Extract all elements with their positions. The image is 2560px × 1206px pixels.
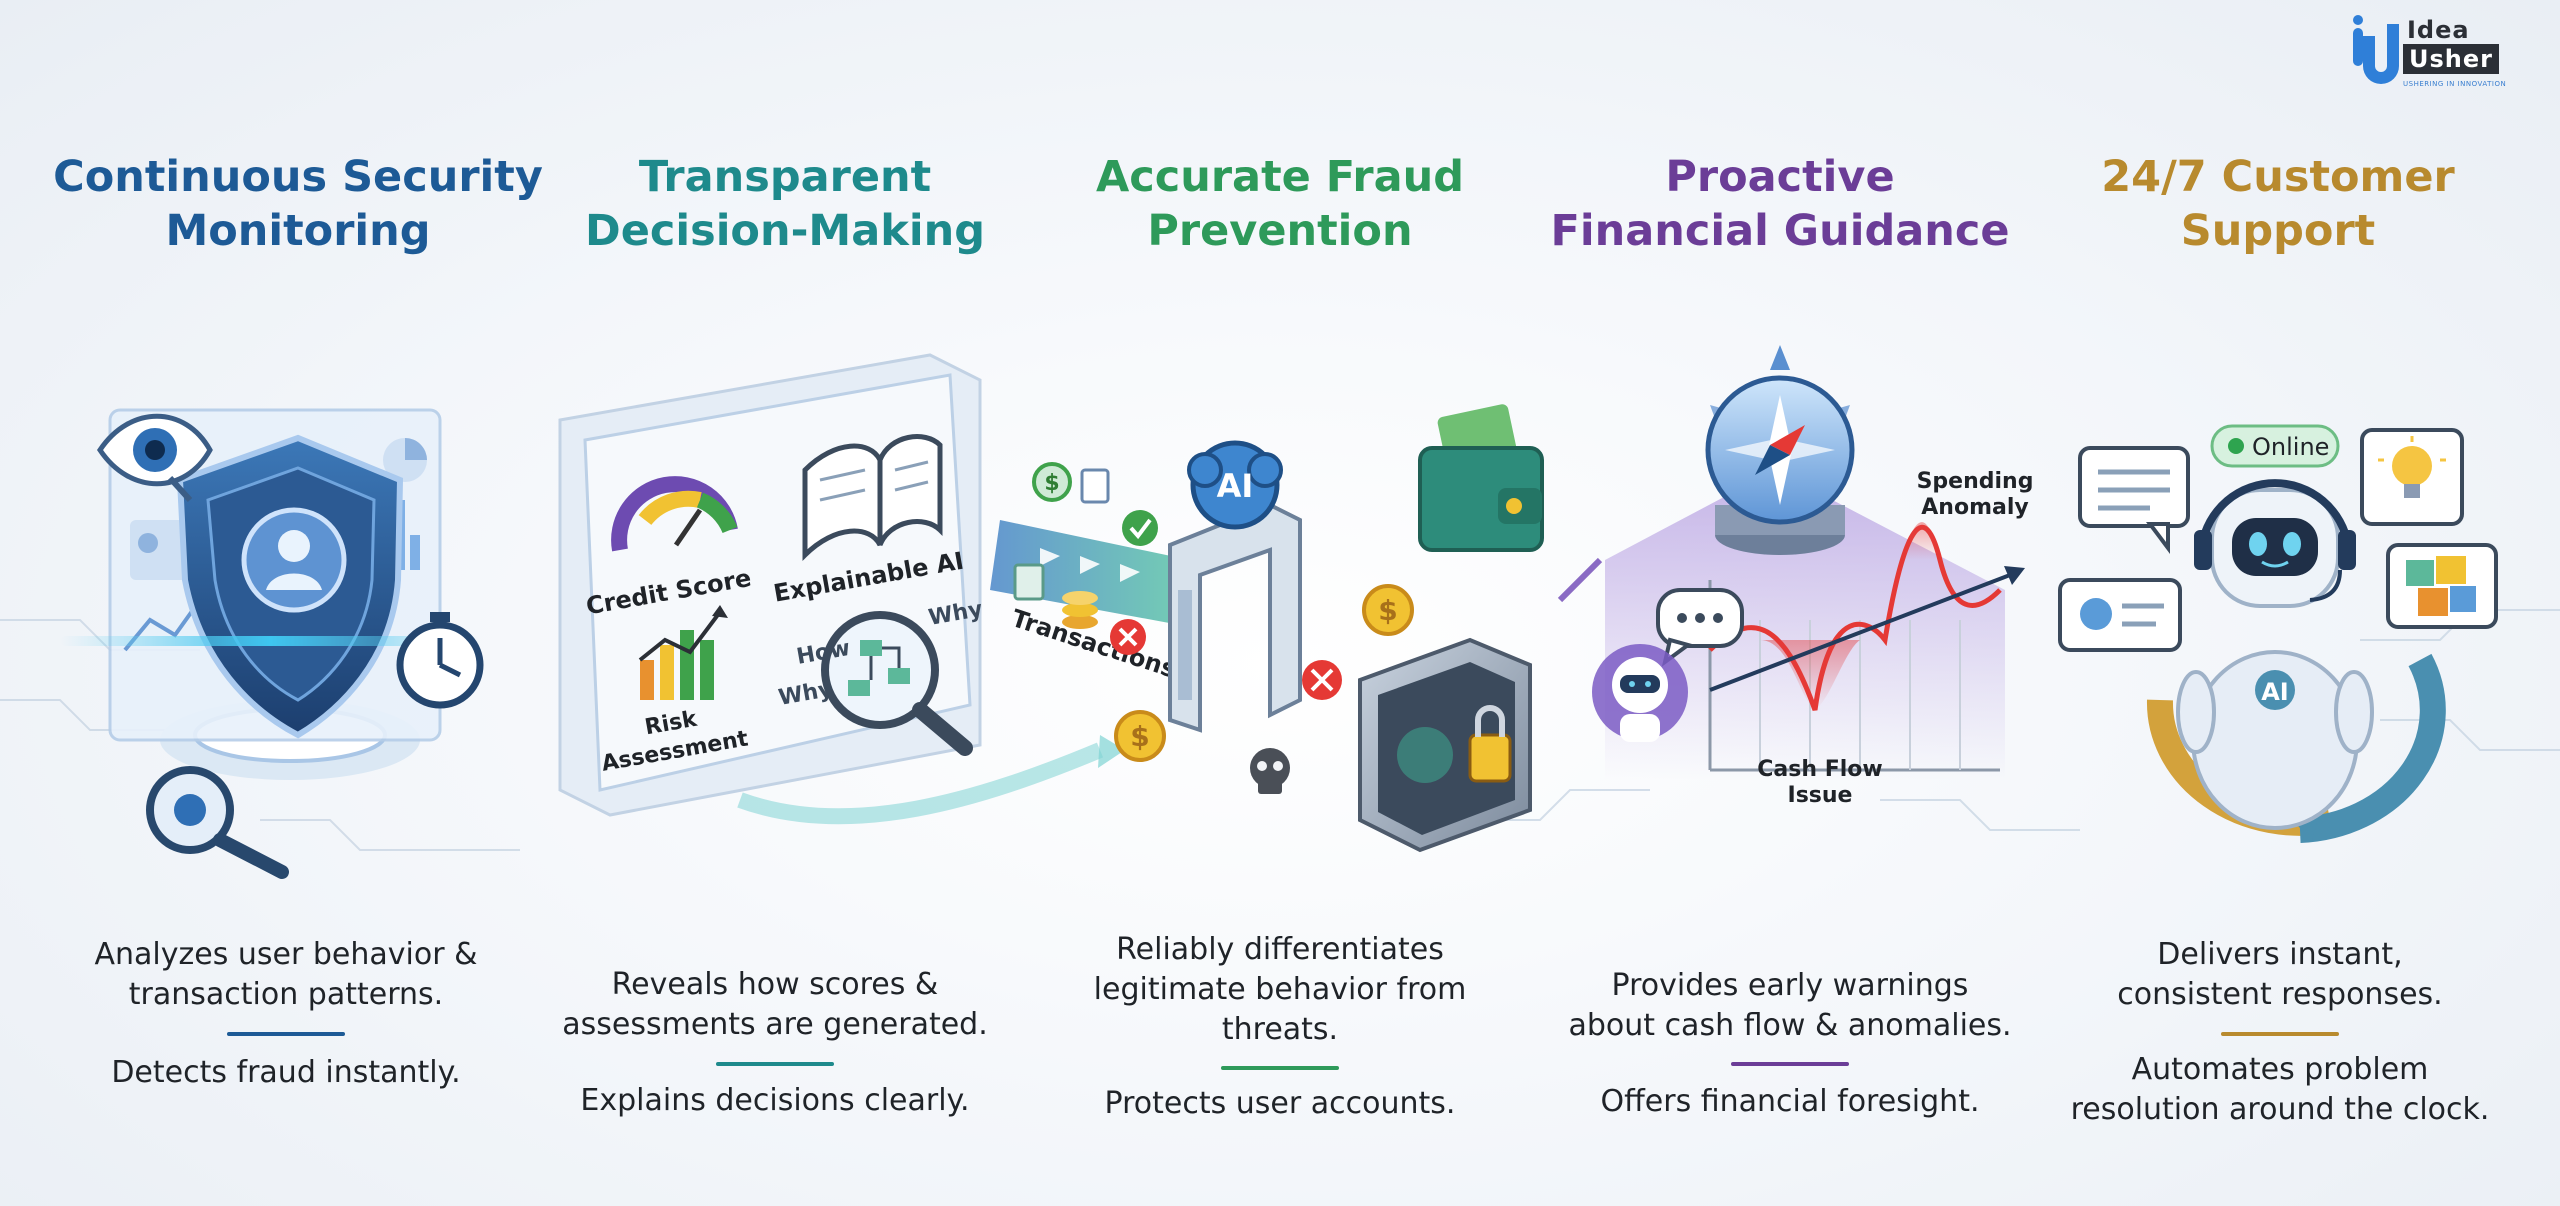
cash-flow-label: Cash Flow (1757, 757, 1882, 782)
column-5-description: Delivers instant,consistent responses. (2117, 937, 2443, 1012)
clock-icon (396, 612, 484, 709)
eye-icon (96, 413, 213, 503)
issue-label: Issue (1788, 783, 1853, 808)
column-3-summary: Protects user accounts. (1104, 1086, 1456, 1121)
magnifier-icon (146, 766, 289, 879)
skull-icon (1250, 748, 1290, 794)
column-3-divider (1221, 1066, 1339, 1070)
logo-tagline: USHERING IN INNOVATION (2403, 80, 2507, 88)
online-label: Online (2252, 433, 2329, 461)
robot-ai-label: AI (2261, 678, 2289, 706)
chat-icon (2058, 578, 2182, 652)
chat-bubble-icon (1656, 588, 1744, 667)
financial-guidance-illustration: Spending Anomaly Cash Flow Issue (1557, 345, 2034, 808)
ai-brain-label: AI (1217, 467, 1254, 505)
column-2-divider (716, 1062, 834, 1066)
logo-word-idea: Idea (2407, 16, 2470, 44)
ai-brain-icon: AI (1187, 440, 1283, 530)
svg-text:$: $ (1130, 720, 1149, 753)
column-1-divider (227, 1032, 345, 1036)
column-1-summary: Detects fraud instantly. (111, 1055, 461, 1090)
logo-u-icon (2353, 15, 2399, 84)
spending-label: Spending (1917, 469, 2034, 494)
credit-score-gauge-icon (611, 476, 738, 552)
dollar-coin-icon (1032, 462, 1072, 502)
column-4-divider (1731, 1062, 1849, 1066)
logo-word-usher: Usher (2403, 44, 2499, 74)
column-2-summary: Explains decisions clearly. (580, 1083, 970, 1118)
column-4-summary: Offers financial foresight. (1600, 1084, 1980, 1119)
compass-globe-icon (1705, 345, 1855, 555)
open-book-icon (802, 434, 943, 562)
transparent-decision-illustration: Credit Score Explainable AI Risk Assessm… (558, 353, 1125, 825)
svg-text:$: $ (1378, 594, 1397, 627)
customer-support-illustration: Online (2058, 424, 2498, 843)
check-icon (1122, 510, 1158, 546)
coin-stack-icon (1062, 591, 1098, 629)
document-icon (1080, 468, 1110, 504)
brand-logo: Idea Usher USHERING IN INNOVATION (2345, 14, 2545, 94)
anomaly-label: Anomaly (1921, 495, 2028, 520)
gold-coin-icon (1114, 710, 1166, 762)
safe-vault-icon (1358, 637, 1532, 853)
wallet-icon (1418, 404, 1544, 552)
security-gate-icon (1168, 502, 1302, 733)
lightbulb-icon (2360, 428, 2464, 526)
gold-coin-icon-2 (1362, 584, 1414, 636)
security-monitoring-illustration (60, 408, 484, 879)
message-bubble-icon (2078, 446, 2190, 554)
assistant-robot-icon (1592, 644, 1688, 742)
fraud-prevention-illustration: Transactions $ AI (990, 404, 1544, 853)
bar-chart-icon (638, 605, 728, 700)
puzzle-icon (2386, 543, 2498, 629)
column-5-divider (2221, 1032, 2339, 1036)
receipt-icon (1013, 563, 1045, 601)
support-robot-icon: AI (2146, 479, 2446, 843)
trend-chart (1708, 522, 2025, 772)
column-2-description: Reveals how scores &assessments are gene… (562, 967, 988, 1042)
magnifier-flowchart-icon (821, 611, 973, 756)
online-status-badge: Online (2210, 424, 2340, 468)
column-1-description: Analyzes user behavior &transaction patt… (94, 937, 478, 1012)
svg-text:$: $ (1044, 471, 1059, 496)
